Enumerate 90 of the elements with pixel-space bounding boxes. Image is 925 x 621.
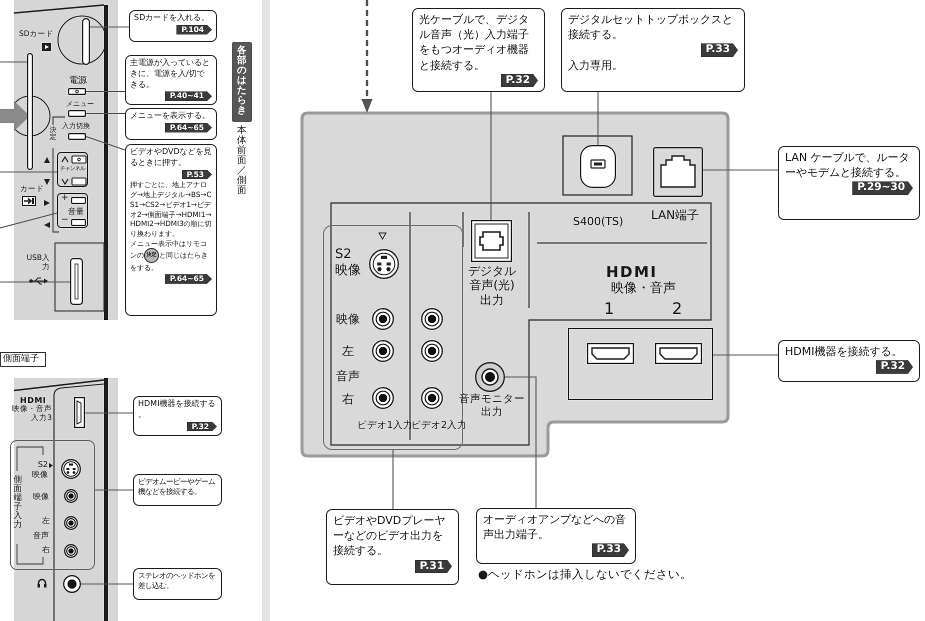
callout-text: 主電源が入っているときに、電源を入/切できる。 <box>130 58 211 90</box>
volume-key-group <box>57 193 88 228</box>
leader-line <box>86 90 125 92</box>
leader-line <box>95 489 133 491</box>
callout-text: ビデオやDVDプレーヤーなどのビデオ出力を接続する。 <box>333 513 446 559</box>
leader-line <box>86 112 125 114</box>
page-reference-tag: P.32 <box>876 360 913 374</box>
port-label: LAN端子 <box>651 208 700 222</box>
page-reference-tag: P.29~30 <box>852 181 913 195</box>
callout-box <box>125 55 217 105</box>
section-heading <box>0 352 46 367</box>
port-label: ビデオ1入力 <box>357 420 414 432</box>
leader-line <box>597 92 599 145</box>
leader-line <box>505 376 537 508</box>
port-label: S2映像 <box>31 460 48 480</box>
heading-text: 側面端子 <box>3 354 39 365</box>
section-side-label: 本体前面／側面 <box>237 126 248 196</box>
callout-text: SDカードを入れる。 <box>134 13 210 24</box>
callout-box <box>412 8 545 92</box>
digital-port <box>580 145 616 188</box>
callout-text: 光ケーブルで、デジタル音声（光）入力端子をもつオーディオ機器と接続する。 <box>419 12 530 73</box>
leader-line <box>713 354 778 356</box>
callout-box <box>326 509 459 585</box>
callout-box <box>125 108 217 140</box>
callout-box <box>129 10 217 42</box>
lan-port <box>653 147 703 197</box>
leader-line <box>0 281 70 283</box>
callout-box <box>133 396 222 436</box>
page-reference-tag: P.33 <box>592 543 629 557</box>
callout-text: メニューを表示する。 <box>130 111 211 122</box>
tab-label: 各部のはたらき <box>236 46 248 116</box>
callout-text: デジタルセットトップボックスと接続する。 <box>568 12 734 42</box>
leader-line <box>392 450 394 509</box>
leader-line <box>703 169 778 171</box>
callout-text: オーディオアンプなどへの音声出力端子。 <box>483 512 627 542</box>
key-label: − <box>61 215 69 226</box>
menu-key <box>68 110 86 117</box>
port-label: S400(TS) <box>573 215 624 228</box>
leader-line <box>490 92 492 220</box>
key-label: + <box>61 193 69 204</box>
usb-port <box>70 258 83 305</box>
port-label: ビデオ2入力 <box>411 420 468 432</box>
callout-text: HDMI機器を接続する。 <box>138 399 216 421</box>
key-label: 音量 <box>68 206 84 216</box>
leader-line <box>81 583 133 585</box>
side-input-panel <box>10 440 95 570</box>
port-label: 電源 <box>69 76 87 87</box>
hdmi-port <box>74 397 85 428</box>
callout-text: ビデオやDVDなどを見るときに押す。 <box>130 147 212 169</box>
port-label: 右 <box>342 392 354 406</box>
callout-text: LAN ケーブルで、ルーターやモデムと接続する。 <box>785 150 911 180</box>
callout-text: HDMI機器を接続する。 <box>785 344 904 360</box>
port-label: 側面端子入力 <box>13 476 23 530</box>
note-text: ●ヘッドホンは挿入しないでください。 <box>478 568 692 582</box>
leader-line <box>0 212 58 229</box>
optical-port <box>471 220 512 262</box>
port-label: 映像 <box>33 492 49 502</box>
port-label: デジタル音声(光)出力 <box>467 264 517 308</box>
card-slot <box>27 53 33 170</box>
sd-card-slot <box>82 18 90 65</box>
callout-box <box>133 568 222 600</box>
leader-line <box>0 171 57 173</box>
channel-key-group <box>57 152 88 187</box>
callout-box <box>125 144 217 316</box>
callout-box <box>476 508 636 564</box>
callout-box <box>778 340 920 382</box>
leader-line <box>86 136 126 151</box>
input-select-key <box>68 133 86 140</box>
port-label: 音声 <box>336 369 360 384</box>
page-reference-tag: P.33 <box>700 43 738 57</box>
leader-line <box>0 61 27 63</box>
port-label: 映像 <box>336 312 360 326</box>
callout-box <box>561 8 745 92</box>
leader-line <box>85 412 133 414</box>
port-label: 右 <box>42 545 50 555</box>
leader-line <box>90 26 129 28</box>
page-reference-tag: P.31 <box>414 560 452 574</box>
power-key <box>68 88 86 95</box>
port-label: S2映像 <box>335 247 361 278</box>
audio-output-jack <box>475 362 505 392</box>
page-reference-tag: P.32 <box>500 74 538 88</box>
callout-text: 入力専用。 <box>568 58 624 74</box>
port-label: HDMI <box>20 396 46 405</box>
port-label: 左 <box>42 516 50 526</box>
port-label: 音声モニター出力 <box>458 393 526 418</box>
callout-box <box>133 474 222 506</box>
section-tab <box>232 42 252 122</box>
port-label: 左 <box>342 344 354 358</box>
callout-box <box>778 146 920 220</box>
port-label: 音声 <box>33 531 49 541</box>
